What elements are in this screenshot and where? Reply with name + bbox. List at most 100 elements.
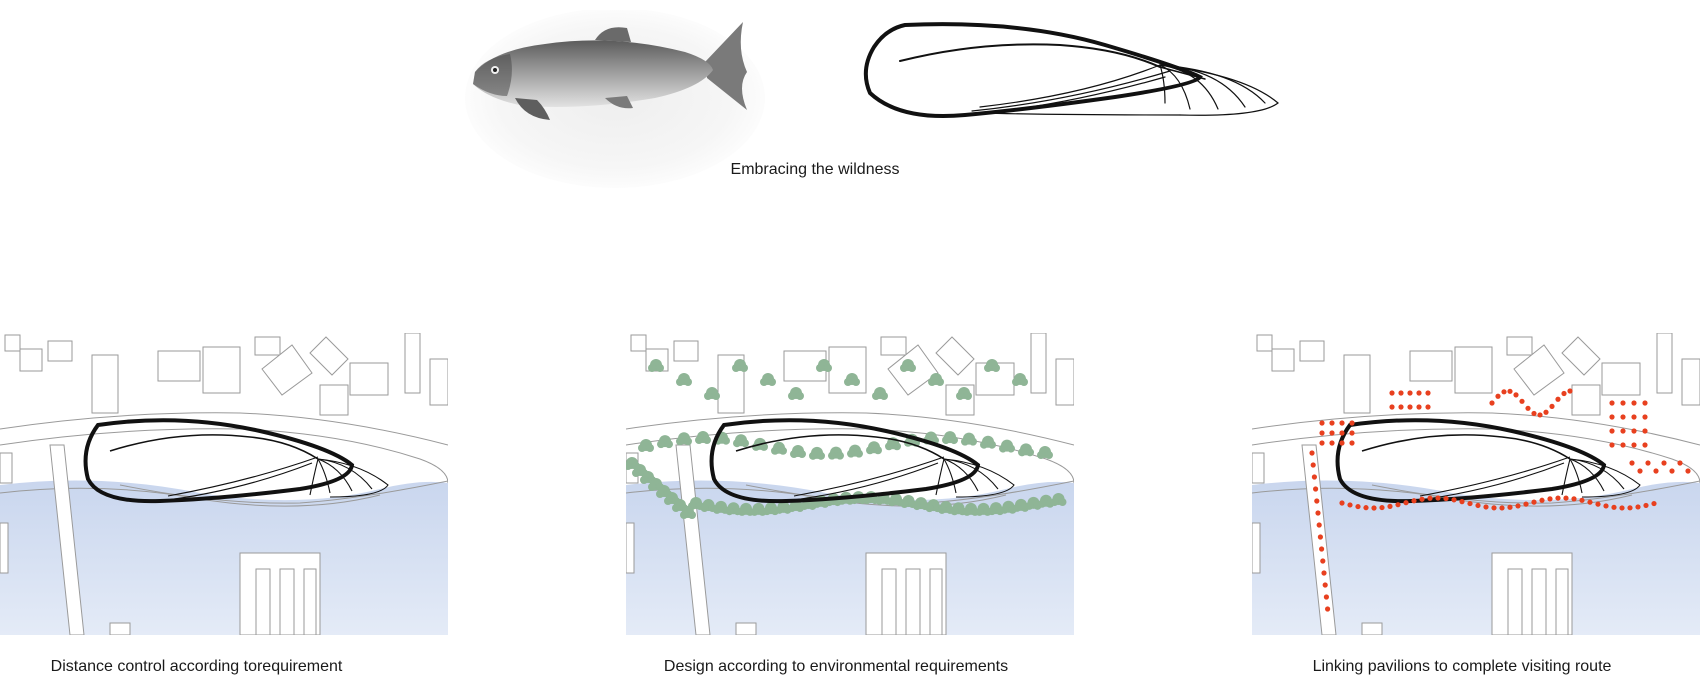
building [1454, 346, 1493, 394]
route-dot [1483, 504, 1489, 510]
route-dot [1631, 400, 1637, 406]
route-dot [1507, 504, 1513, 510]
building [1252, 522, 1261, 574]
route-dot [1531, 499, 1537, 505]
route-dot [1579, 497, 1585, 503]
route-dot [1416, 404, 1422, 410]
tree-icon [1013, 498, 1029, 512]
pavilion-outline [709, 418, 1015, 504]
building [1361, 622, 1383, 635]
route-dot [1355, 503, 1361, 510]
tree-icon [680, 506, 696, 519]
route-dot [1389, 390, 1395, 396]
tree-icon [1037, 446, 1053, 460]
dock-slip [1531, 568, 1547, 635]
route-dot [1407, 390, 1413, 396]
route-dot [1609, 428, 1615, 434]
building [19, 348, 43, 372]
site-map-panel-3 [1252, 333, 1700, 635]
tree-icon [1038, 494, 1054, 508]
panel-1-caption: Distance control according torequirement [50, 658, 343, 675]
route-dot [1555, 495, 1561, 501]
building [828, 346, 867, 394]
road-edge [0, 412, 448, 446]
tree-icon [790, 445, 806, 459]
building [0, 452, 13, 484]
building [1506, 336, 1533, 356]
tree-icon [775, 500, 792, 514]
building [735, 622, 757, 635]
tree-icon [1000, 500, 1017, 514]
tree-icon [809, 446, 825, 460]
building [880, 336, 907, 356]
building [1601, 362, 1641, 396]
building [935, 336, 975, 376]
route-dot [1611, 504, 1617, 510]
route-dot [1495, 393, 1501, 399]
building [202, 346, 241, 394]
route-dot [1317, 534, 1323, 540]
building [1299, 340, 1325, 362]
water-area [0, 480, 448, 635]
route-dot [1389, 404, 1395, 410]
pier [675, 444, 711, 635]
tree-icon [700, 499, 717, 513]
road-edge [0, 428, 448, 484]
route-dot [1620, 442, 1626, 448]
route-dot [1363, 505, 1369, 511]
route-dot [1320, 558, 1326, 564]
tree-icon [872, 387, 888, 400]
dock-slip [929, 568, 943, 635]
route-dot [1329, 440, 1335, 446]
route-dot [1619, 505, 1625, 511]
pavilion-outline [83, 418, 389, 504]
building [1055, 358, 1074, 406]
tree-icon [676, 432, 692, 446]
panel-3-caption: Linking pavilions to complete visiting r… [1312, 658, 1612, 675]
route-dot [1642, 400, 1648, 406]
building [261, 344, 313, 396]
route-dot [1539, 497, 1545, 503]
route-dot [1349, 420, 1355, 426]
route-dot [1571, 496, 1577, 502]
tree-icon [648, 359, 664, 372]
route-dot [1349, 430, 1355, 436]
route-dot [1339, 440, 1345, 446]
route-dot [1313, 486, 1319, 492]
site-map-panel-1 [0, 333, 448, 635]
building [47, 340, 73, 362]
tree-icon [847, 444, 863, 458]
building [1252, 452, 1265, 484]
route-dot [1609, 400, 1615, 406]
route-dot [1631, 442, 1637, 448]
building [783, 350, 827, 382]
route-dot [1642, 428, 1648, 434]
site-map-1 [0, 333, 448, 635]
route-dot [1567, 388, 1573, 394]
route-dot [1620, 414, 1626, 420]
route-dot [1322, 582, 1328, 588]
route-dot [1407, 404, 1413, 410]
route-dot [1398, 404, 1404, 410]
route-dot [1620, 428, 1626, 434]
route-dot [1451, 497, 1457, 503]
route-dot [1685, 468, 1691, 474]
route-dot [1443, 495, 1449, 502]
tree-icon [732, 359, 748, 372]
tree-icon [866, 441, 882, 455]
tree-icon [638, 439, 654, 452]
building [626, 522, 635, 574]
building [1409, 350, 1453, 382]
route-dot [1677, 460, 1683, 466]
route-dot [1537, 412, 1543, 418]
tree-icon [657, 435, 673, 449]
route-dot [1475, 502, 1481, 509]
route-dot [1642, 414, 1648, 420]
building [1571, 384, 1601, 416]
building [1271, 348, 1295, 372]
building [1343, 354, 1371, 414]
tree-icon [925, 499, 942, 513]
tree-icon [695, 431, 711, 445]
route-dot [1513, 392, 1519, 398]
tree-icon [788, 387, 804, 400]
